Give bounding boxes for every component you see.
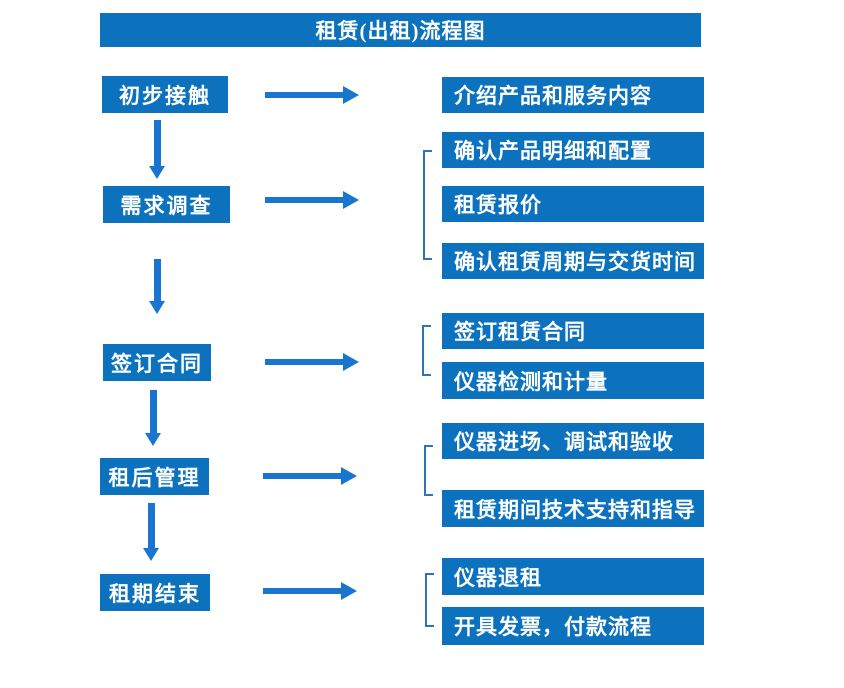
flow-arrow-down [145, 390, 161, 446]
flow-arrow-right [263, 467, 357, 485]
output-box-confirm-rental-period: 确认租赁周期与交货时间 [442, 243, 704, 279]
output-box-invoice-payment: 开具发票，付款流程 [442, 607, 704, 645]
step-box-rental-end: 租期结束 [100, 574, 210, 611]
bracket-connector [423, 150, 432, 260]
bracket-connector [422, 325, 431, 376]
step-box-initial-contact: 初步接触 [102, 76, 228, 113]
bracket-connector [424, 445, 433, 496]
flow-arrow-down [149, 259, 165, 314]
flow-arrow-right [263, 582, 357, 600]
flow-arrow-right [265, 86, 359, 104]
step-box-sign-contract: 签订合同 [103, 344, 211, 381]
output-box-introduce-products: 介绍产品和服务内容 [442, 77, 704, 113]
output-box-rental-quote: 租赁报价 [442, 186, 704, 222]
step-box-demand-survey: 需求调查 [103, 186, 230, 223]
output-box-instrument-return: 仪器退租 [442, 558, 704, 595]
bracket-connector [425, 573, 434, 627]
output-box-instrument-setup: 仪器进场、调试和验收 [442, 423, 704, 459]
flowchart-title: 租赁(出租)流程图 [100, 13, 701, 47]
flow-arrow-down [143, 503, 159, 561]
flow-arrow-right [265, 191, 359, 209]
output-box-technical-support: 租赁期间技术支持和指导 [442, 490, 704, 527]
flow-arrow-down [149, 120, 165, 179]
output-box-instrument-inspection: 仪器检测和计量 [442, 362, 704, 399]
step-box-post-rental-management: 租后管理 [100, 458, 209, 495]
flow-arrow-right [265, 353, 359, 371]
output-box-confirm-product-details: 确认产品明细和配置 [442, 132, 704, 168]
output-box-sign-rental-contract: 签订租赁合同 [442, 313, 704, 349]
